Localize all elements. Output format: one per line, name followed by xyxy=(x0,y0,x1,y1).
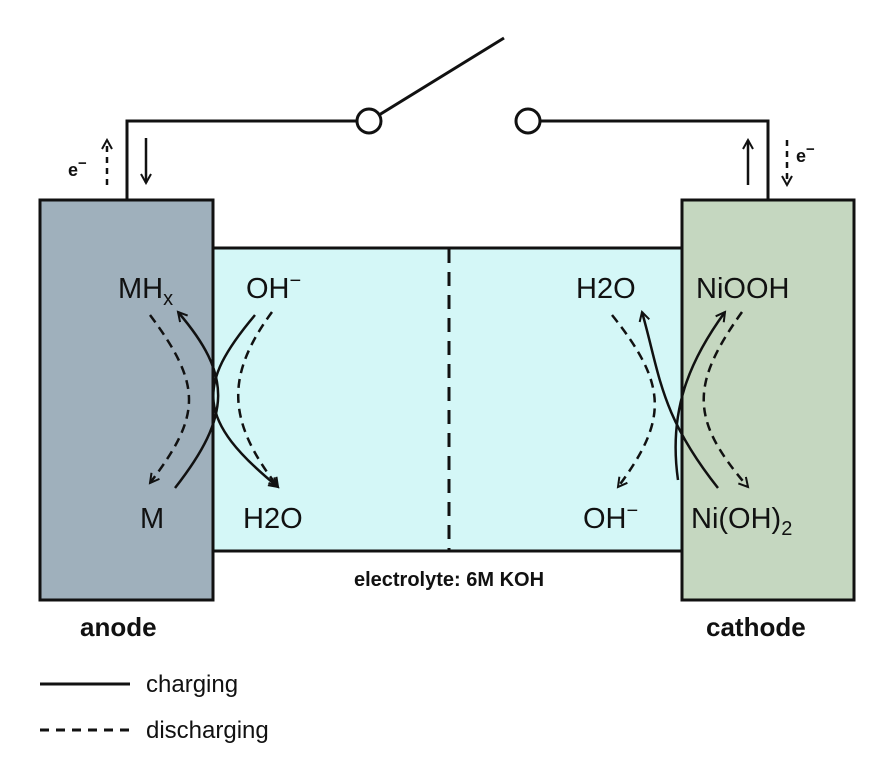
legend-discharging-label: discharging xyxy=(146,717,269,744)
electrolyte-right-species-top: H2O xyxy=(576,273,636,305)
anode-charge-arrow xyxy=(174,312,220,489)
electrolyte-left-species-bottom: H2O xyxy=(243,503,303,535)
anode-electron-label: e− xyxy=(68,155,87,180)
cathode-discharge-arrow xyxy=(702,311,748,487)
cathode-species-bottom: Ni(OH)2 xyxy=(691,503,792,540)
cathode-species-top: NiOOH xyxy=(696,273,789,305)
electrolyte-label: electrolyte: 6M KOH xyxy=(354,569,544,591)
anode-species-top: MHx xyxy=(118,273,173,310)
switch-terminal-left xyxy=(355,107,383,135)
anode-discharge-arrow xyxy=(150,314,191,483)
anode-species-bottom: M xyxy=(140,503,164,535)
electrolyte-right-charge-arrow xyxy=(642,312,719,489)
circuit-wire-left xyxy=(125,119,357,200)
legend-charging-label: charging xyxy=(146,671,238,698)
cathode-charge-arrow xyxy=(674,312,725,481)
cathode-electron-label: e− xyxy=(796,141,815,166)
switch-terminal-right xyxy=(514,107,542,135)
cathode-electrode xyxy=(680,198,856,602)
anode-electrode xyxy=(38,198,215,602)
electrolyte-right-species-bottom: OH− xyxy=(583,500,638,535)
electrolyte-right-discharge-arrow xyxy=(611,314,656,487)
electrolyte-left-species-top: OH− xyxy=(246,270,301,305)
circuit-wire-right xyxy=(540,119,770,200)
cathode-label: cathode xyxy=(706,612,806,642)
switch-lever xyxy=(378,36,505,117)
anode-label: anode xyxy=(80,612,157,642)
electrolyte-left-discharge-arrow xyxy=(237,311,278,487)
electrolyte-left-charge-arrow xyxy=(212,314,278,487)
